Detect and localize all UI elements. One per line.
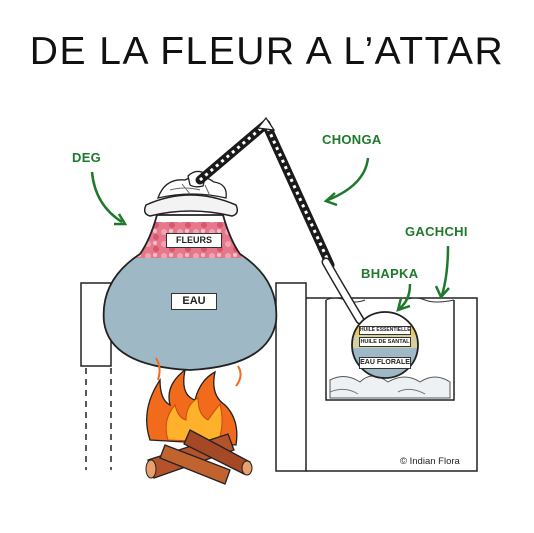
gachchi-tank [306, 297, 478, 472]
huile-de-santal-label: HUILE DE SANTAL [359, 337, 411, 347]
eau-florale-label: EAU FLORALE [359, 357, 411, 369]
deg-callout: DEG [72, 150, 102, 165]
fleurs-label: FLEURS [166, 233, 222, 248]
firewood-logs [145, 429, 253, 485]
gachchi-arrow [434, 245, 450, 300]
credit-text: © Indian Flora [400, 456, 460, 467]
page-title: DE LA FLEUR A L’ATTAR [29, 30, 505, 73]
right-wall [275, 282, 307, 472]
bhapka-arrow [396, 283, 412, 312]
chonga-pipe [195, 116, 365, 325]
fire [146, 357, 242, 446]
chonga-callout: CHONGA [322, 132, 382, 147]
eau-label: EAU [171, 293, 217, 310]
deg-arrow [90, 171, 128, 226]
callout-arrows [90, 157, 450, 312]
gachchi-callout: GACHCHI [405, 224, 468, 239]
deg-pot [102, 170, 278, 371]
bhapka-callout: BHAPKA [361, 266, 419, 281]
chonga-arrow [323, 157, 370, 207]
huile-essentielle-label: HUILE ESSENTIELLE [359, 326, 411, 335]
